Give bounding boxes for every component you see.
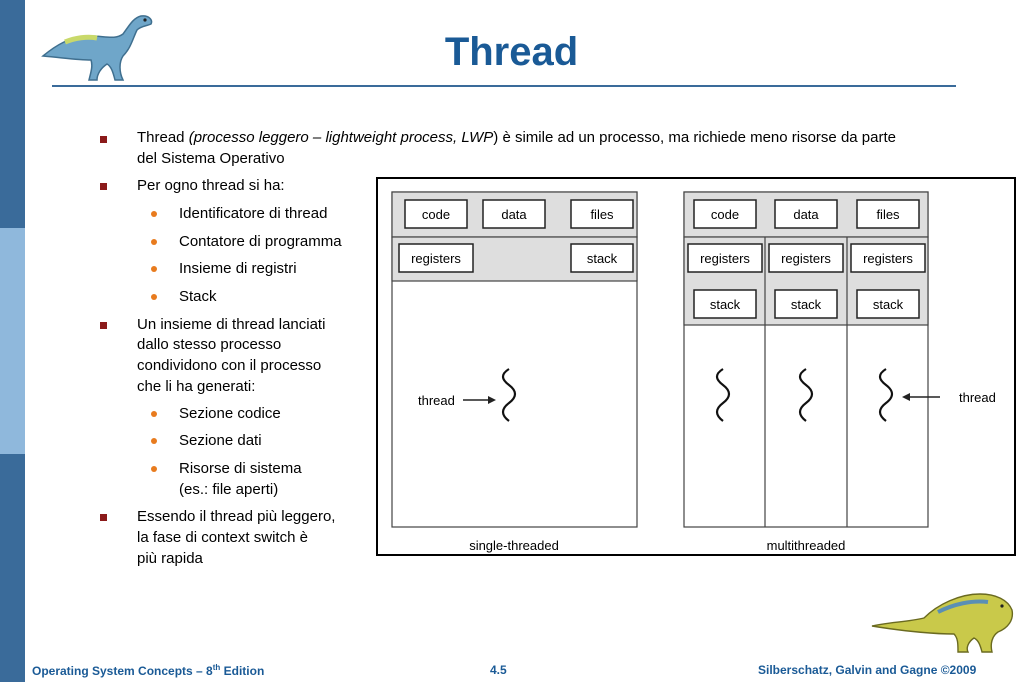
- slide-title: Thread: [444, 30, 579, 74]
- round-bullet-icon: [151, 266, 157, 272]
- multithreaded-caption: multithreaded: [767, 538, 846, 553]
- stack-label: stack: [873, 297, 904, 312]
- bullet-4-line: più rapida: [137, 550, 203, 567]
- round-bullet-icon: [151, 438, 157, 444]
- round-bullet-icon: [151, 411, 157, 417]
- code-label: code: [711, 207, 739, 222]
- bullet-4-line: Essendo il thread più leggero,: [137, 508, 336, 525]
- round-bullet-icon: [151, 294, 157, 300]
- stack-box: [774, 289, 838, 319]
- registers-box: [768, 243, 844, 273]
- thread-arrow-head: [902, 393, 910, 401]
- data-box: [774, 199, 838, 229]
- thread-label: thread: [959, 390, 996, 405]
- registers-box: [687, 243, 763, 273]
- bullet-3-line: dallo stesso processo: [137, 336, 282, 353]
- bullet-1-line-2: del Sistema Operativo: [137, 150, 285, 167]
- single-threaded-caption: single-threaded: [469, 538, 559, 553]
- footer-slide-number: 4.5: [490, 663, 507, 677]
- files-box: [856, 199, 920, 229]
- code-box: [404, 199, 468, 229]
- bullet-3-line: che li ha generati:: [137, 378, 256, 395]
- bullet-3-line: condividono con il processo: [137, 357, 322, 374]
- stack-label: stack: [710, 297, 741, 312]
- round-bullet-icon: [151, 211, 157, 217]
- round-bullet-icon: [151, 239, 157, 245]
- bullet-3-item: Risorse di sistema: [179, 460, 302, 477]
- stack-box: [693, 289, 757, 319]
- data-label: data: [793, 207, 819, 222]
- bullet-2-item: Stack: [179, 288, 217, 305]
- single-threaded-process: code data files registers stack thread: [391, 191, 638, 528]
- thread-squiggle-icon: [501, 368, 517, 422]
- code-label: code: [422, 207, 450, 222]
- thread-squiggle-icon: [878, 368, 894, 422]
- dinosaur-logo-icon: [41, 15, 153, 81]
- bullet-1-text-b: ) è simile ad un processo, ma richiede m…: [493, 129, 896, 146]
- bullet-4-line: la fase di context switch è: [137, 529, 308, 546]
- square-bullet-icon: [100, 136, 107, 143]
- bullet-3-item: Sezione dati: [179, 432, 262, 449]
- files-label: files: [876, 207, 900, 222]
- bullet-3-item-line-2: (es.: file aperti): [179, 481, 279, 498]
- square-bullet-icon: [100, 514, 107, 521]
- thread-diagram: code data files registers stack thread c…: [376, 177, 1016, 556]
- footer-title-text: Operating System Concepts – 8: [32, 664, 213, 678]
- bullet-1-italic: (processo leggero – lightweight process,…: [188, 129, 494, 146]
- data-label: data: [501, 207, 527, 222]
- multithreaded-process: code data files registers registers regi…: [683, 191, 996, 528]
- registers-label: registers: [863, 251, 913, 266]
- data-box: [482, 199, 546, 229]
- stack-box: [856, 289, 920, 319]
- stack-box: [570, 243, 634, 273]
- footer-title-suffix: Edition: [220, 664, 265, 678]
- registers-label: registers: [700, 251, 750, 266]
- files-box: [570, 199, 634, 229]
- code-box: [693, 199, 757, 229]
- title-divider: [52, 85, 956, 87]
- stack-label: stack: [587, 251, 618, 266]
- registers-box: [398, 243, 474, 273]
- bullet-2-item: Contatore di programma: [179, 233, 342, 250]
- footer-book-title: Operating System Concepts – 8th Edition: [32, 663, 264, 678]
- footer-authors: Silberschatz, Galvin and Gagne ©2009: [758, 663, 977, 677]
- left-accent-bar-light-segment: [0, 228, 25, 454]
- registers-label: registers: [781, 251, 831, 266]
- registers-label: registers: [411, 251, 461, 266]
- round-bullet-icon: [151, 466, 157, 472]
- thread-label: thread: [418, 393, 455, 408]
- square-bullet-icon: [100, 183, 107, 190]
- left-accent-bar: [0, 0, 25, 682]
- bullet-1-line-1: Thread (processo leggero – lightweight p…: [137, 128, 896, 148]
- footer-title-sup: th: [212, 663, 221, 672]
- bullet-2-text: Per ogno thread si ha:: [137, 177, 285, 194]
- thread-squiggle-icon: [798, 368, 814, 422]
- stack-label: stack: [791, 297, 822, 312]
- bullet-3-line: Un insieme di thread lanciati: [137, 316, 326, 333]
- files-label: files: [590, 207, 614, 222]
- square-bullet-icon: [100, 322, 107, 329]
- bullet-3-item: Sezione codice: [179, 405, 281, 422]
- thread-squiggle-icon: [715, 368, 731, 422]
- bullet-2-item: Identificatore di thread: [179, 205, 328, 222]
- thread-arrow-head: [488, 396, 496, 404]
- dinosaur-illustration-icon: [871, 593, 1014, 653]
- bullet-2-item: Insieme di registri: [179, 260, 297, 277]
- bullet-1-text-a: Thread: [137, 129, 189, 146]
- registers-box: [850, 243, 926, 273]
